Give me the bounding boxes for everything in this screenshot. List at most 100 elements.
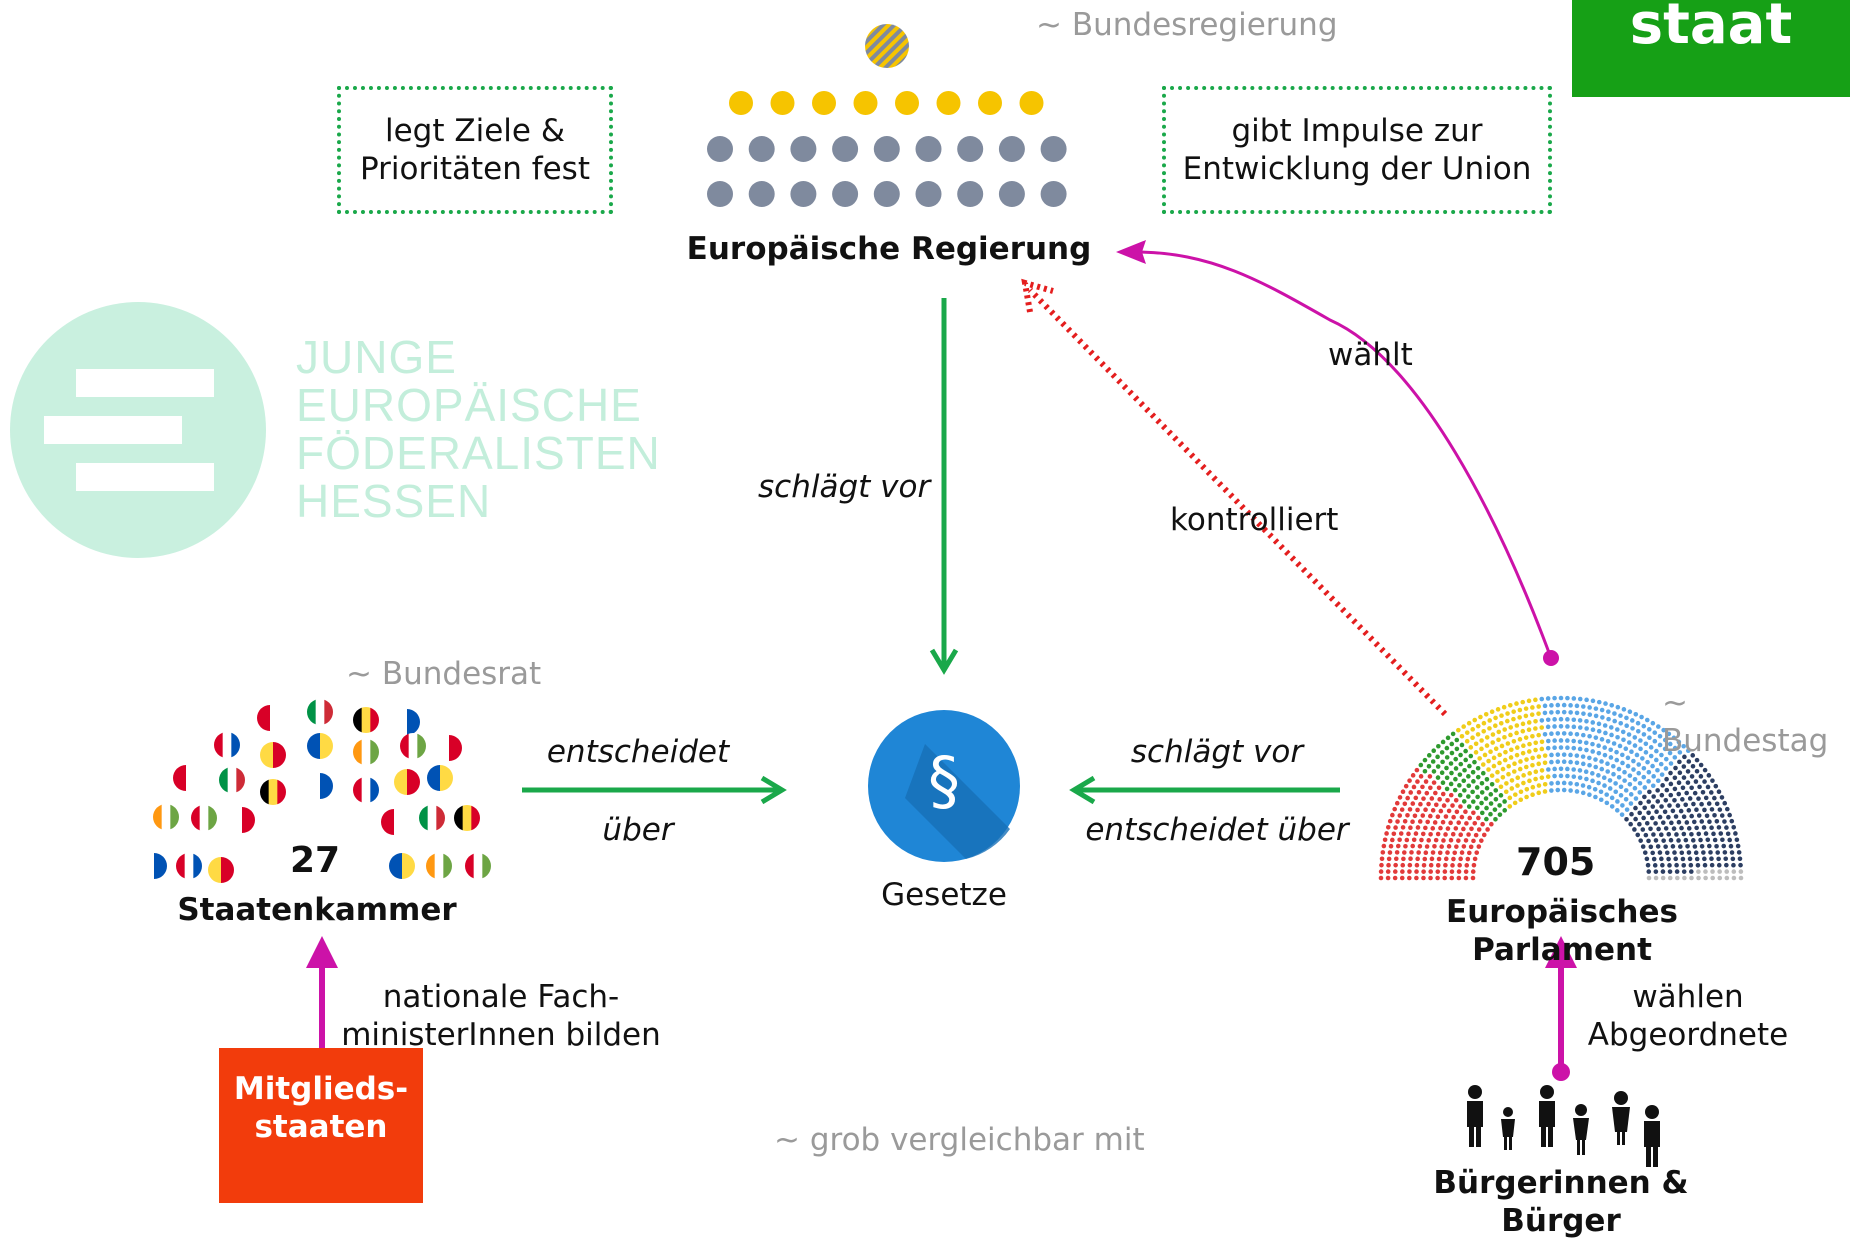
parliament-seat bbox=[1724, 875, 1730, 881]
jef-logo bbox=[10, 302, 266, 558]
parliament-seat bbox=[1593, 764, 1599, 770]
parliament-seat bbox=[1466, 832, 1471, 837]
parliament-seat bbox=[1502, 757, 1508, 763]
parliament-seat bbox=[1518, 759, 1523, 764]
parliament-seat bbox=[1700, 790, 1706, 795]
parliament-seat bbox=[1690, 838, 1696, 843]
parliament-seat bbox=[1678, 808, 1684, 814]
parliament-seat bbox=[1497, 752, 1502, 758]
parliament-seat bbox=[1555, 709, 1561, 715]
parliament-seat bbox=[1403, 783, 1409, 789]
parliament-seat bbox=[1459, 850, 1465, 855]
parliament-seat bbox=[1624, 715, 1629, 721]
parliament-seat bbox=[1731, 869, 1737, 874]
parliament-seat bbox=[1420, 831, 1426, 837]
parliament-seat bbox=[1514, 701, 1519, 706]
parliament-seat bbox=[1472, 759, 1477, 765]
parliament-seat bbox=[1527, 771, 1532, 776]
parliament-seat bbox=[1558, 745, 1564, 750]
parliament-seat bbox=[1616, 766, 1622, 772]
council-title: Staatenkammer bbox=[177, 892, 457, 928]
parliament-seat bbox=[1613, 781, 1618, 786]
parliament-seat bbox=[1439, 770, 1445, 776]
parliament-seat bbox=[1463, 757, 1469, 763]
parliament-seat bbox=[1731, 862, 1736, 868]
government-seat bbox=[998, 136, 1025, 162]
parliament-seat bbox=[1467, 815, 1473, 821]
parliament-seat bbox=[1571, 774, 1577, 779]
government-seat bbox=[915, 136, 942, 162]
parliament-seat bbox=[1738, 869, 1744, 874]
parliament-seat bbox=[1386, 862, 1391, 868]
flag-stripe bbox=[324, 699, 333, 725]
parliament-seat bbox=[1558, 766, 1564, 772]
parliament-seat bbox=[1565, 724, 1570, 729]
parliament-seat bbox=[1624, 807, 1630, 812]
parliament-seat bbox=[1470, 789, 1475, 795]
parliament-seat bbox=[1699, 801, 1704, 807]
parliament-seat bbox=[1657, 814, 1663, 820]
parliament-seat bbox=[1584, 718, 1589, 724]
parliament-seat bbox=[1467, 763, 1472, 769]
parliament-seat bbox=[1489, 709, 1495, 715]
parliament-seat bbox=[1672, 745, 1678, 751]
flag-stripe bbox=[222, 732, 232, 758]
parliament-seat bbox=[1727, 812, 1732, 818]
parliament-seat bbox=[1655, 788, 1660, 793]
parliament-seat bbox=[1571, 738, 1576, 744]
parliament-seat bbox=[1655, 799, 1661, 804]
parliament-seat bbox=[1390, 837, 1395, 843]
flag-stripe bbox=[227, 767, 237, 793]
parliament-seat bbox=[1653, 757, 1659, 763]
parliament-seat bbox=[1479, 780, 1485, 786]
parliament-seat bbox=[1379, 862, 1384, 868]
parliament-seat bbox=[1639, 714, 1644, 720]
president-seat bbox=[865, 24, 909, 68]
parliament-seat bbox=[1533, 726, 1538, 731]
parliament-seat bbox=[1536, 732, 1541, 738]
parliament-seat bbox=[1696, 869, 1701, 874]
parliament-seat bbox=[1577, 725, 1583, 730]
parliament-seat bbox=[1484, 743, 1490, 748]
parliament-seat bbox=[1663, 826, 1669, 831]
parliament-seat bbox=[1461, 724, 1466, 729]
parliament-seat bbox=[1552, 724, 1557, 729]
parliament-seat bbox=[1399, 807, 1405, 812]
parliament-seat bbox=[1454, 844, 1459, 849]
parliament-seat bbox=[1465, 856, 1471, 862]
parliament-seat bbox=[1644, 717, 1650, 723]
parliament-seat bbox=[1542, 710, 1548, 716]
parliament-seat bbox=[1644, 820, 1650, 826]
parliament-seat bbox=[1680, 797, 1685, 802]
parliament-seat bbox=[1593, 757, 1598, 762]
parliament-seat bbox=[1633, 805, 1638, 811]
parliament-seat bbox=[1482, 752, 1488, 758]
flag-stripe bbox=[315, 699, 325, 725]
parliament-seat bbox=[1480, 762, 1486, 767]
flag-stripe bbox=[353, 739, 363, 765]
parliament-seat bbox=[1659, 856, 1664, 862]
parliament-seat bbox=[1681, 775, 1687, 780]
parliament-seat bbox=[1587, 705, 1592, 710]
council-comparable: ~ Bundesrat bbox=[346, 656, 542, 692]
parliament-seat bbox=[1648, 745, 1654, 750]
parliament-seat bbox=[1714, 843, 1719, 849]
parliament-seat bbox=[1710, 869, 1715, 874]
parliament-seat bbox=[1435, 775, 1441, 780]
parliament-seat bbox=[1731, 824, 1737, 830]
parliament-seat bbox=[1640, 827, 1646, 832]
parliament-seat bbox=[1558, 716, 1564, 722]
parliament-seat bbox=[1473, 832, 1479, 838]
parliament-seat bbox=[1392, 869, 1398, 874]
parliament-seat bbox=[1507, 795, 1513, 801]
parliament-seat bbox=[1397, 837, 1402, 843]
parliament-seat bbox=[1393, 856, 1399, 862]
parliament-seat bbox=[1529, 712, 1535, 717]
flag-stripe bbox=[370, 739, 379, 765]
flag-stripe bbox=[273, 742, 286, 768]
flag-stripe bbox=[214, 732, 224, 758]
parliament-seat bbox=[1561, 709, 1567, 715]
parliament-seat bbox=[1539, 775, 1545, 780]
flag-stripe bbox=[184, 853, 194, 879]
parliament-seat bbox=[1407, 875, 1412, 881]
